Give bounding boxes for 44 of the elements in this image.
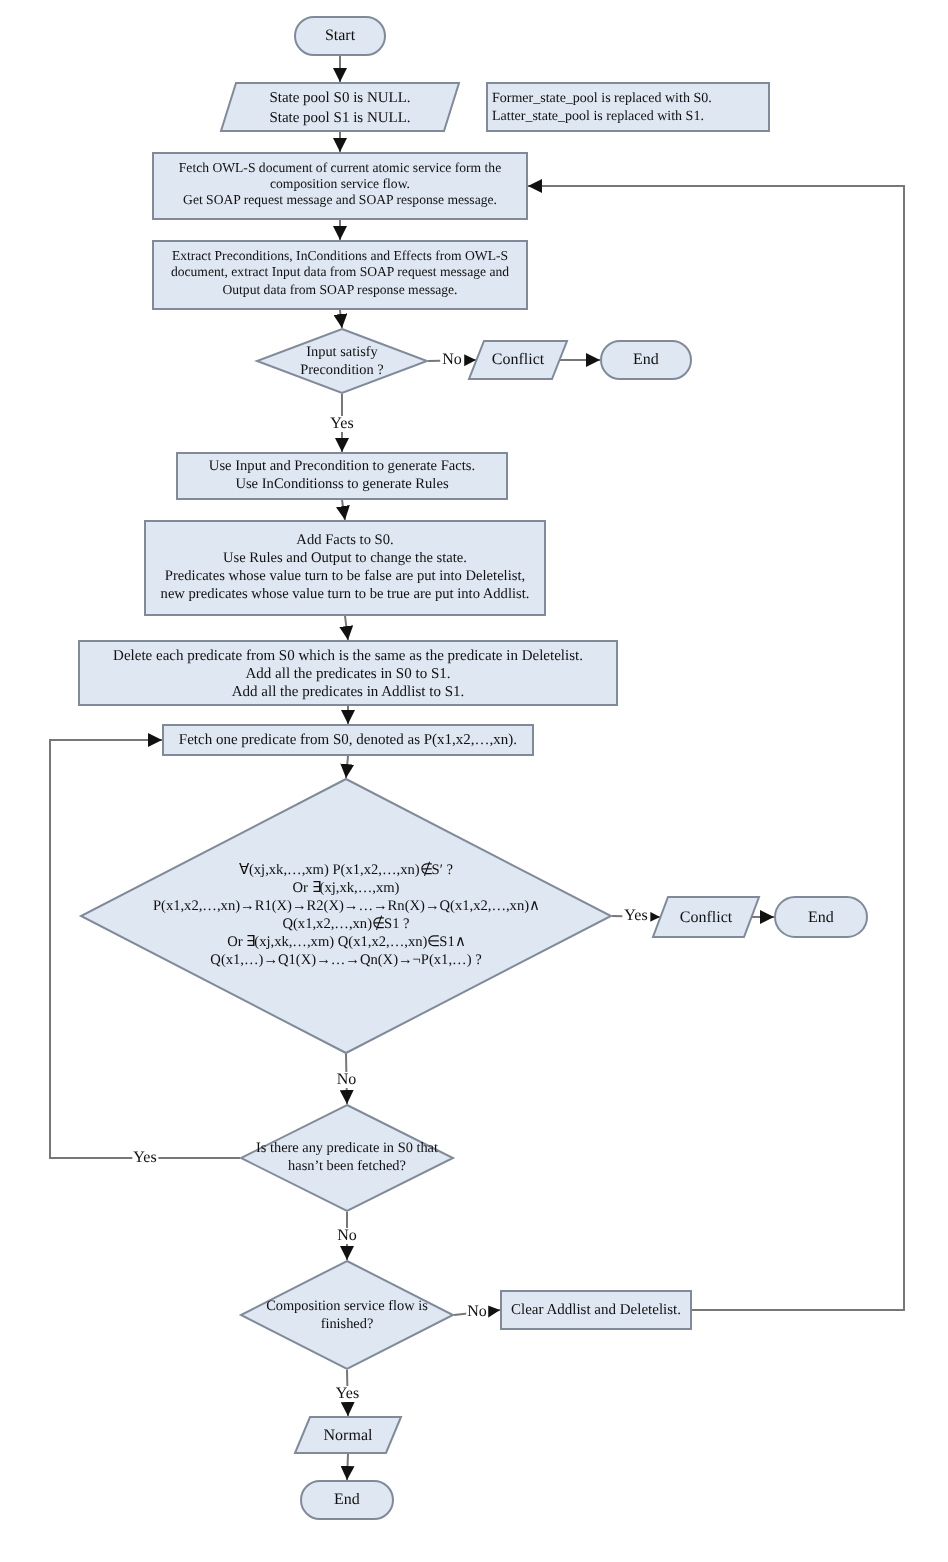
- arrow: [341, 705, 355, 725]
- process-box: [144, 520, 546, 616]
- arrow: [49, 733, 241, 1159]
- node-text: End: [808, 907, 834, 927]
- io-parallelogram: [652, 896, 760, 938]
- io-parallelogram: [468, 340, 568, 380]
- node-text: Conflict: [491, 350, 545, 370]
- edge-label: No: [440, 352, 464, 369]
- process-box: [152, 152, 528, 220]
- decision-diamond: [80, 778, 612, 1054]
- node-text: End: [633, 350, 659, 370]
- edge-label: No: [465, 1304, 489, 1321]
- process-box: [176, 452, 508, 500]
- process-box: [78, 640, 618, 706]
- process-box: [152, 240, 528, 310]
- io-parallelogram: [220, 82, 460, 132]
- io-parallelogram: [294, 1416, 402, 1454]
- edge-label: No: [334, 1071, 359, 1087]
- process-box: [162, 724, 534, 756]
- decision-diamond: [240, 1104, 454, 1212]
- decision-diamond: [240, 1260, 454, 1370]
- edge-label: Yes: [131, 1150, 159, 1166]
- edge-label: Yes: [333, 1385, 362, 1401]
- node-text: Conflict: [679, 907, 733, 927]
- arrow: [340, 1453, 355, 1481]
- edge-label: Yes: [622, 908, 650, 925]
- arrow: [527, 179, 905, 1311]
- node-text: Normal: [323, 1425, 373, 1445]
- edge-label: Yes: [328, 415, 356, 431]
- arrow: [333, 131, 347, 153]
- arrow: [559, 353, 601, 367]
- process-box: [500, 1290, 692, 1330]
- arrow: [336, 499, 350, 521]
- arrow: [339, 615, 354, 641]
- arrow: [333, 309, 348, 329]
- node-text: End: [334, 1490, 360, 1510]
- arrow: [340, 755, 355, 779]
- arrow: [333, 55, 347, 83]
- edge-label: No: [335, 1228, 359, 1244]
- arrow: [751, 910, 775, 924]
- note-box: [486, 82, 770, 132]
- arrow: [333, 219, 347, 241]
- decision-diamond: [256, 328, 428, 394]
- node-text: Start: [324, 26, 356, 46]
